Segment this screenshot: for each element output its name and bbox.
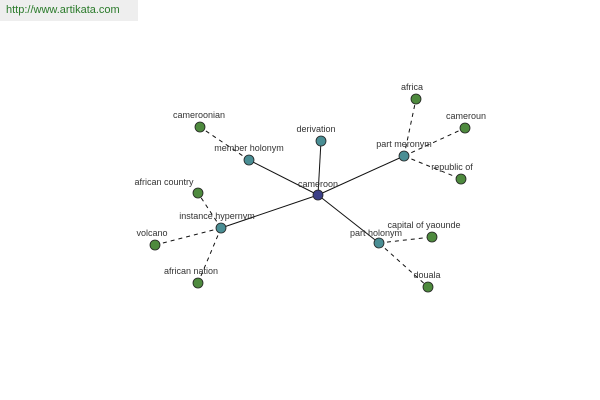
label-republic-of[interactable]: republic of	[431, 162, 473, 172]
label-volcano[interactable]: volcano	[136, 228, 167, 238]
node-douala[interactable]	[422, 281, 434, 293]
node-african-country[interactable]	[192, 187, 204, 199]
node-cameroon[interactable]	[312, 189, 324, 201]
edge-cameroon-to-member-holonym	[248, 159, 319, 196]
label-douala[interactable]: douala	[413, 270, 440, 280]
edge-part-holonym-to-douala	[378, 242, 429, 288]
label-african-nation[interactable]: african nation	[164, 266, 218, 276]
label-cameroon[interactable]: cameroon	[298, 179, 338, 189]
label-african-country[interactable]: african country	[134, 177, 194, 187]
edge-instance-hypernym-to-african-nation	[197, 227, 222, 284]
edges-layer	[154, 98, 466, 288]
node-africa[interactable]	[410, 93, 422, 105]
node-instance-hypernym[interactable]	[215, 222, 227, 234]
edge-instance-hypernym-to-volcano	[154, 227, 222, 246]
node-african-nation[interactable]	[192, 277, 204, 289]
label-capital-of-yaounde[interactable]: capital of yaounde	[387, 220, 460, 230]
edge-part-meronym-to-cameroun	[403, 127, 466, 157]
node-cameroonian[interactable]	[194, 121, 206, 133]
node-part-meronym[interactable]	[398, 150, 410, 162]
label-cameroun[interactable]: cameroun	[446, 111, 486, 121]
node-volcano[interactable]	[149, 239, 161, 251]
edge-part-meronym-to-africa	[403, 98, 417, 157]
labels-layer: cameroon member holonym derivation part mer…	[134, 82, 486, 280]
label-africa[interactable]: africa	[401, 82, 423, 92]
edge-cameroon-to-part-holonym	[317, 194, 380, 244]
label-member-holonym[interactable]: member holonym	[214, 143, 284, 153]
edge-part-meronym-to-republic-of	[403, 155, 462, 180]
node-member-holonym[interactable]	[243, 154, 255, 166]
label-part-meronym[interactable]: part meronym	[376, 139, 432, 149]
node-cameroun[interactable]	[459, 122, 471, 134]
label-cameroonian[interactable]: cameroonian	[173, 110, 225, 120]
node-capital-of-yaounde[interactable]	[426, 231, 438, 243]
node-republic-of[interactable]	[455, 173, 467, 185]
nodes-layer	[149, 93, 471, 293]
node-derivation[interactable]	[315, 135, 327, 147]
edge-instance-hypernym-to-african-country	[197, 192, 222, 229]
node-part-holonym[interactable]	[373, 237, 385, 249]
edge-cameroon-to-part-meronym	[317, 155, 405, 196]
edge-cameroon-to-instance-hypernym	[220, 194, 319, 229]
site-url[interactable]: http://www.artikata.com	[0, 0, 138, 21]
label-instance-hypernym[interactable]: instance hypernym	[179, 211, 255, 221]
label-derivation[interactable]: derivation	[296, 124, 335, 134]
edge-cameroon-to-derivation	[317, 140, 322, 196]
edge-part-holonym-to-capital-of-yaounde	[378, 236, 433, 244]
edge-member-holonym-to-cameroonian	[199, 126, 250, 161]
label-part-holonym[interactable]: part holonym	[350, 228, 402, 238]
